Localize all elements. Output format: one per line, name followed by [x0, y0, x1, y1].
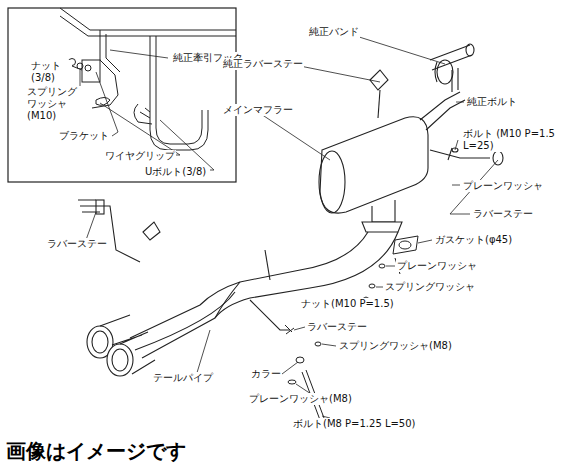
callout-label: プレーンワッシャ(M8) [248, 393, 353, 405]
gasket-fasteners-stroke [399, 241, 411, 249]
callout-label: ボルト(M8 P=1.25 L=50) [292, 418, 417, 430]
callout-label: プレーンワッシャ [462, 180, 544, 192]
leader-lines-stroke [110, 50, 168, 58]
tail-pipe-stroke [96, 200, 104, 214]
tail-pipe-stroke [107, 344, 133, 376]
callout-label: ナット(M10 P=1.5) [300, 298, 395, 310]
tail-pipe-stroke [250, 300, 290, 330]
leader-lines-stroke [376, 287, 383, 288]
callout-label: ワイヤグリップ [104, 150, 176, 162]
inset-parts-stroke [60, 16, 236, 36]
callout-label: ラバーステー [306, 321, 368, 333]
callout-label: テールパイプ [152, 372, 214, 384]
main-muffler-stroke [448, 148, 452, 160]
leader-lines-stroke [100, 103, 180, 155]
callout-label: スプリングワッシャ(M8) [338, 340, 453, 352]
inset-parts-stroke [106, 34, 120, 72]
callout-label: 純正ボルト [466, 96, 518, 108]
callout-label: ナット (3/8) [30, 60, 72, 84]
leader-lines-stroke [282, 362, 298, 374]
leader-lines-stroke [160, 120, 214, 170]
callout-label: Uボルト(3/8) [144, 166, 207, 178]
callout-label: ラバーステー [46, 238, 108, 250]
leader-lines-stroke [300, 66, 380, 82]
leader-lines-stroke [196, 330, 210, 376]
main-muffler-stroke [372, 200, 395, 222]
tail-pipe-stroke [265, 250, 270, 280]
leader-lines-stroke [386, 266, 395, 267]
callout-label: スプリングワッシャ [384, 281, 476, 293]
inset-parts-stroke [77, 63, 83, 69]
callout-label: ラバーステー [472, 208, 534, 220]
leader-lines-stroke [255, 110, 330, 160]
tail-pipe-stroke [78, 200, 100, 212]
gasket-fasteners-stroke [315, 342, 321, 346]
callout-label: ブラケット [58, 130, 110, 142]
callout-label: ガスケット(φ45) [434, 234, 513, 246]
callout-label: スプリング ワッシャ (M10) [26, 86, 84, 122]
main-muffler-stroke [370, 70, 388, 90]
callout-label: カラー [250, 368, 282, 380]
inset-parts-stroke [82, 60, 100, 82]
leader-lines-stroke [452, 185, 460, 186]
main-muffler-stroke [452, 68, 458, 92]
gasket-fasteners-stroke [393, 236, 418, 254]
gasket-fasteners-stroke [288, 380, 296, 384]
main-muffler-stroke [435, 62, 437, 82]
tail-pipe-stroke [112, 349, 128, 371]
leader-lines-stroke [455, 140, 458, 150]
main-muffler-stroke [319, 151, 345, 213]
tail-pipe-stroke [80, 206, 140, 262]
inset-parts-stroke [85, 65, 91, 71]
callout-label: メインマフラー [222, 104, 294, 116]
gasket-fasteners-stroke [369, 284, 375, 288]
gasket-fasteners-stroke [379, 264, 385, 268]
leader-lines-stroke [456, 102, 464, 103]
tail-pipe-stroke [92, 331, 108, 353]
caption-note: 画像はイメージです [6, 438, 186, 465]
callout-label: 純正ラバーステー [222, 58, 304, 70]
tail-pipe-stroke [100, 315, 155, 374]
leader-lines-stroke [418, 240, 432, 243]
inset-frame-stroke [8, 8, 236, 182]
callout-label: プレーンワッシャ [396, 260, 478, 272]
main-muffler-stroke [320, 117, 428, 213]
leader-lines-stroke [294, 327, 305, 330]
main-muffler-stroke [362, 222, 402, 232]
callout-label: 純正バンド [308, 26, 360, 38]
inset-parts-stroke [60, 8, 236, 30]
main-muffler-stroke [426, 100, 465, 130]
inset-parts [60, 8, 236, 150]
tail-pipe-stroke [143, 222, 160, 240]
callout-label: ボルト (M10 P=1.5 L=25) [462, 128, 564, 152]
inset-frame [8, 8, 236, 182]
tail-pipe-stroke [130, 232, 368, 338]
tail-pipe-stroke [135, 292, 235, 350]
leader-lines-stroke [322, 344, 336, 346]
main-muffler-stroke [493, 151, 503, 165]
leader-lines-stroke [356, 36, 445, 64]
inset-parts-stroke [140, 108, 150, 118]
inset-parts-stroke [134, 104, 152, 124]
leader-lines [66, 36, 498, 418]
leader-lines-stroke [86, 212, 96, 240]
main-muffler-stroke [378, 90, 380, 118]
main-muffler-stroke [466, 44, 474, 56]
leader-lines-stroke [96, 72, 118, 136]
